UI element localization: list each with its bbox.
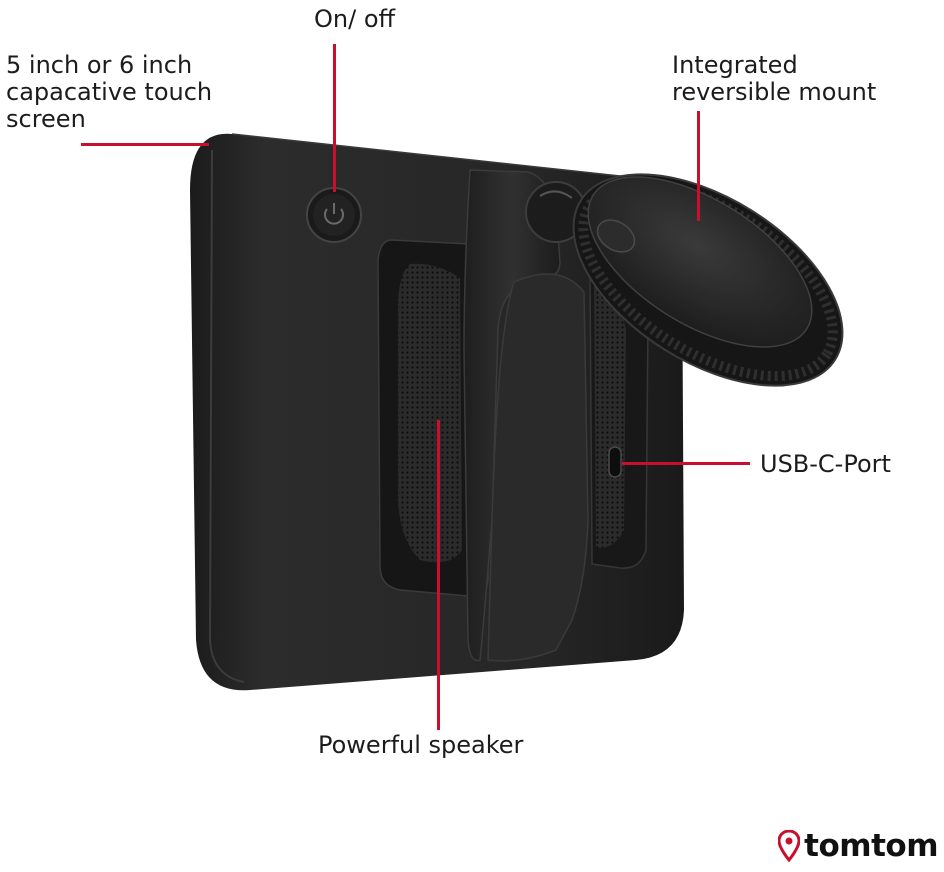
usb-c-port [608,446,622,478]
label-on-off: On/ off [314,5,396,33]
leader-usb [622,462,750,465]
leader-on-off [333,44,336,192]
mount-strip [463,169,589,662]
leader-mount [697,111,700,221]
label-touch-screen: 5 inch or 6 inch capacative touch screen [6,51,213,133]
location-pin-icon [778,830,801,862]
label-powerful-speaker: Powerful speaker [318,731,524,759]
label-usb-c-port: USB-C-Port [760,450,891,478]
brand-name: tomtom [804,828,938,864]
tomtom-logo: tomtom [778,828,938,864]
power-button [306,187,362,243]
suction-mount [572,173,844,387]
leader-speaker [437,420,440,730]
leader-screen [81,143,209,146]
label-reversible-mount: Integrated reversible mount [672,51,877,106]
